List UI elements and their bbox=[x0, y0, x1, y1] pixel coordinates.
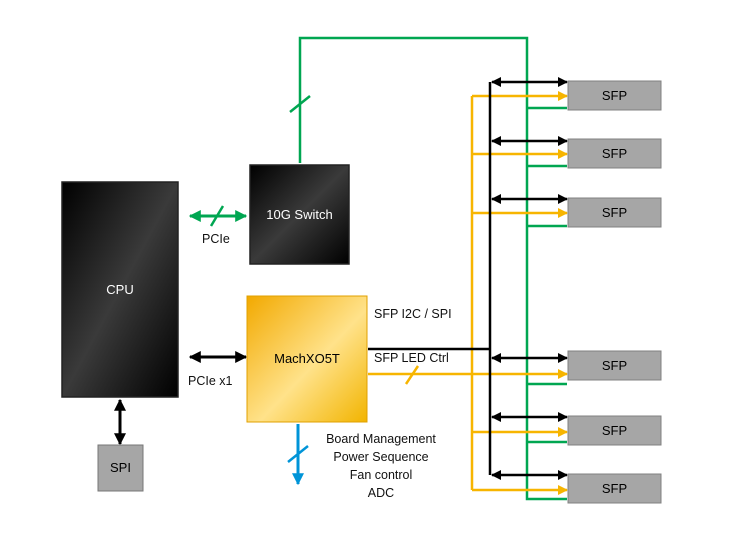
sfp-label: SFP bbox=[602, 423, 627, 438]
sfp-module: SFP bbox=[567, 80, 662, 111]
board-mgmt-slash bbox=[287, 445, 309, 463]
sfp-module: SFP bbox=[567, 138, 662, 169]
cpu-block: CPU bbox=[61, 181, 179, 398]
pcie-label: PCIe bbox=[202, 232, 230, 246]
sfp-module: SFP bbox=[567, 473, 662, 504]
bus-width-slash-switch bbox=[289, 95, 311, 113]
pcie-slash bbox=[209, 205, 225, 227]
sfp-module: SFP bbox=[567, 197, 662, 228]
green-10g-links bbox=[298, 36, 567, 501]
fpga-block: MachXO5T bbox=[246, 295, 368, 423]
sfp-module: SFP bbox=[567, 415, 662, 446]
sfp-led-ctrl-label: SFP LED Ctrl bbox=[374, 351, 449, 365]
black-i2c-lines bbox=[368, 77, 568, 480]
spi-block: SPI bbox=[97, 444, 144, 492]
sfp-i2c-spi-label: SFP I2C / SPI bbox=[374, 307, 452, 321]
switch-block: 10G Switch bbox=[249, 164, 350, 265]
sfp-label: SFP bbox=[602, 146, 627, 161]
adc-label: ADC bbox=[368, 486, 394, 500]
sfp-module: SFP bbox=[567, 350, 662, 381]
fpga-label: MachXO5T bbox=[274, 351, 340, 366]
sfp-label: SFP bbox=[602, 88, 627, 103]
sfp-label: SFP bbox=[602, 481, 627, 496]
cpu-label: CPU bbox=[106, 282, 133, 297]
spi-label: SPI bbox=[110, 460, 131, 475]
board-management-label: Board Management bbox=[326, 432, 436, 446]
power-sequence-label: Power Sequence bbox=[333, 450, 428, 464]
fan-control-label: Fan control bbox=[350, 468, 413, 482]
switch-label: 10G Switch bbox=[266, 207, 332, 222]
bus-width-slash-led bbox=[404, 365, 420, 385]
sfp-label: SFP bbox=[602, 205, 627, 220]
pcie-x1-label: PCIe x1 bbox=[188, 374, 233, 388]
yellow-led-lines bbox=[368, 91, 568, 495]
sfp-label: SFP bbox=[602, 358, 627, 373]
